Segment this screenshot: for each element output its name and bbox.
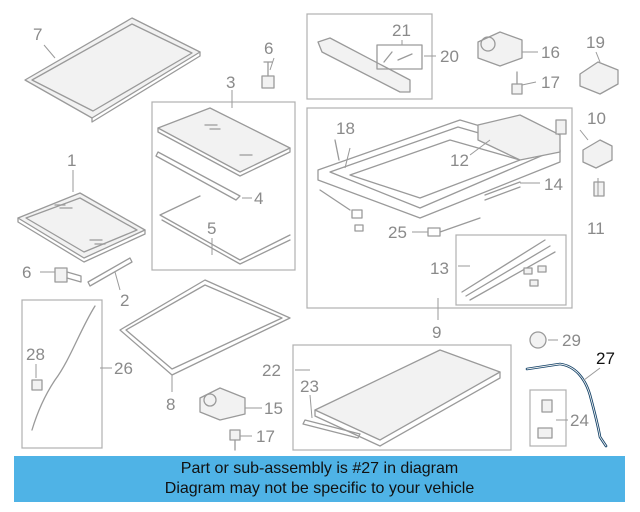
callout-10: 10 (587, 109, 606, 128)
seal-gasket-5 (159, 195, 291, 265)
glass-panel-3 (157, 107, 291, 177)
frame-seal-8 (119, 279, 291, 376)
callout-19: 19 (586, 33, 605, 52)
callout-21: 21 (392, 21, 411, 40)
callout-18: 18 (336, 119, 355, 138)
strip-23 (302, 419, 361, 439)
callout-14: 14 (544, 175, 563, 194)
callout-25: 25 (388, 223, 407, 242)
callout-20: 20 (440, 47, 459, 66)
bracket-19 (579, 61, 619, 95)
callout-26: 26 (114, 359, 133, 378)
info-banner: Part or sub-assembly is #27 in diagram D… (14, 456, 625, 502)
group-box-20 (306, 13, 433, 100)
group-box-22 (292, 344, 512, 451)
callout-23: 23 (300, 377, 319, 396)
callout-27: 27 (596, 349, 615, 368)
callout-8: 8 (166, 395, 175, 414)
callout-15: 15 (264, 399, 283, 418)
callout-6-top: 6 (264, 39, 273, 58)
leader-lines (35, 40, 601, 437)
banner-line-part: Part or sub-assembly is #27 in diagram (180, 460, 459, 477)
callout-7: 7 (33, 25, 42, 44)
drain-hose-26 (31, 305, 96, 431)
motor-15 (199, 387, 246, 421)
callout-24: 24 (570, 411, 589, 430)
grommet-29 (529, 331, 547, 349)
callout-3: 3 (226, 73, 235, 92)
group-box-26 (21, 299, 103, 449)
bolt-6-left (54, 267, 82, 283)
bolt-6-top (261, 61, 275, 89)
callout-2: 2 (120, 291, 129, 310)
callout-4: 4 (254, 189, 263, 208)
cable-25 (427, 217, 481, 237)
sunshade-22 (314, 349, 501, 447)
callout-13: 13 (430, 259, 449, 278)
bolt-17-bottom (229, 429, 241, 451)
group-box-24 (529, 389, 567, 447)
group-box-13 (455, 234, 567, 306)
glass-panel-1 (17, 192, 146, 263)
callout-11: 11 (587, 219, 605, 238)
group-box-9 (306, 107, 573, 309)
glass-panel-7 (24, 17, 201, 123)
drain-tube-27-inner (526, 363, 607, 447)
callout-17-top: 17 (541, 73, 560, 92)
seal-strip-4 (155, 151, 241, 201)
wind-deflector-20 (317, 37, 423, 93)
callout-12: 12 (450, 151, 469, 170)
callout-9: 9 (432, 323, 441, 342)
callout-5: 5 (207, 219, 216, 238)
motor-16 (477, 31, 523, 67)
callout-29: 29 (562, 331, 581, 350)
bracket-10 (582, 139, 613, 169)
callout-28: 28 (26, 345, 45, 364)
strip-2 (87, 257, 133, 287)
bolt-17-top (511, 71, 523, 95)
callout-1: 1 (67, 151, 76, 170)
callout-6-left: 6 (22, 263, 31, 282)
callout-22: 22 (262, 361, 281, 380)
drive-cables-13 (461, 239, 556, 301)
parts-diagram: 7 1 3 4 5 6 2 6 8 9 10 11 12 13 14 15 16… (17, 13, 619, 451)
callout-17-bottom: 17 (256, 427, 275, 446)
sunroof-frame-9 (317, 114, 567, 232)
banner-line-disclaimer: Diagram may not be specific to your vehi… (164, 480, 475, 497)
fasteners-24 (537, 399, 553, 439)
callout-16: 16 (541, 43, 560, 62)
clip-28 (31, 379, 43, 391)
clip-11 (593, 181, 605, 197)
group-box-3 (151, 101, 296, 271)
